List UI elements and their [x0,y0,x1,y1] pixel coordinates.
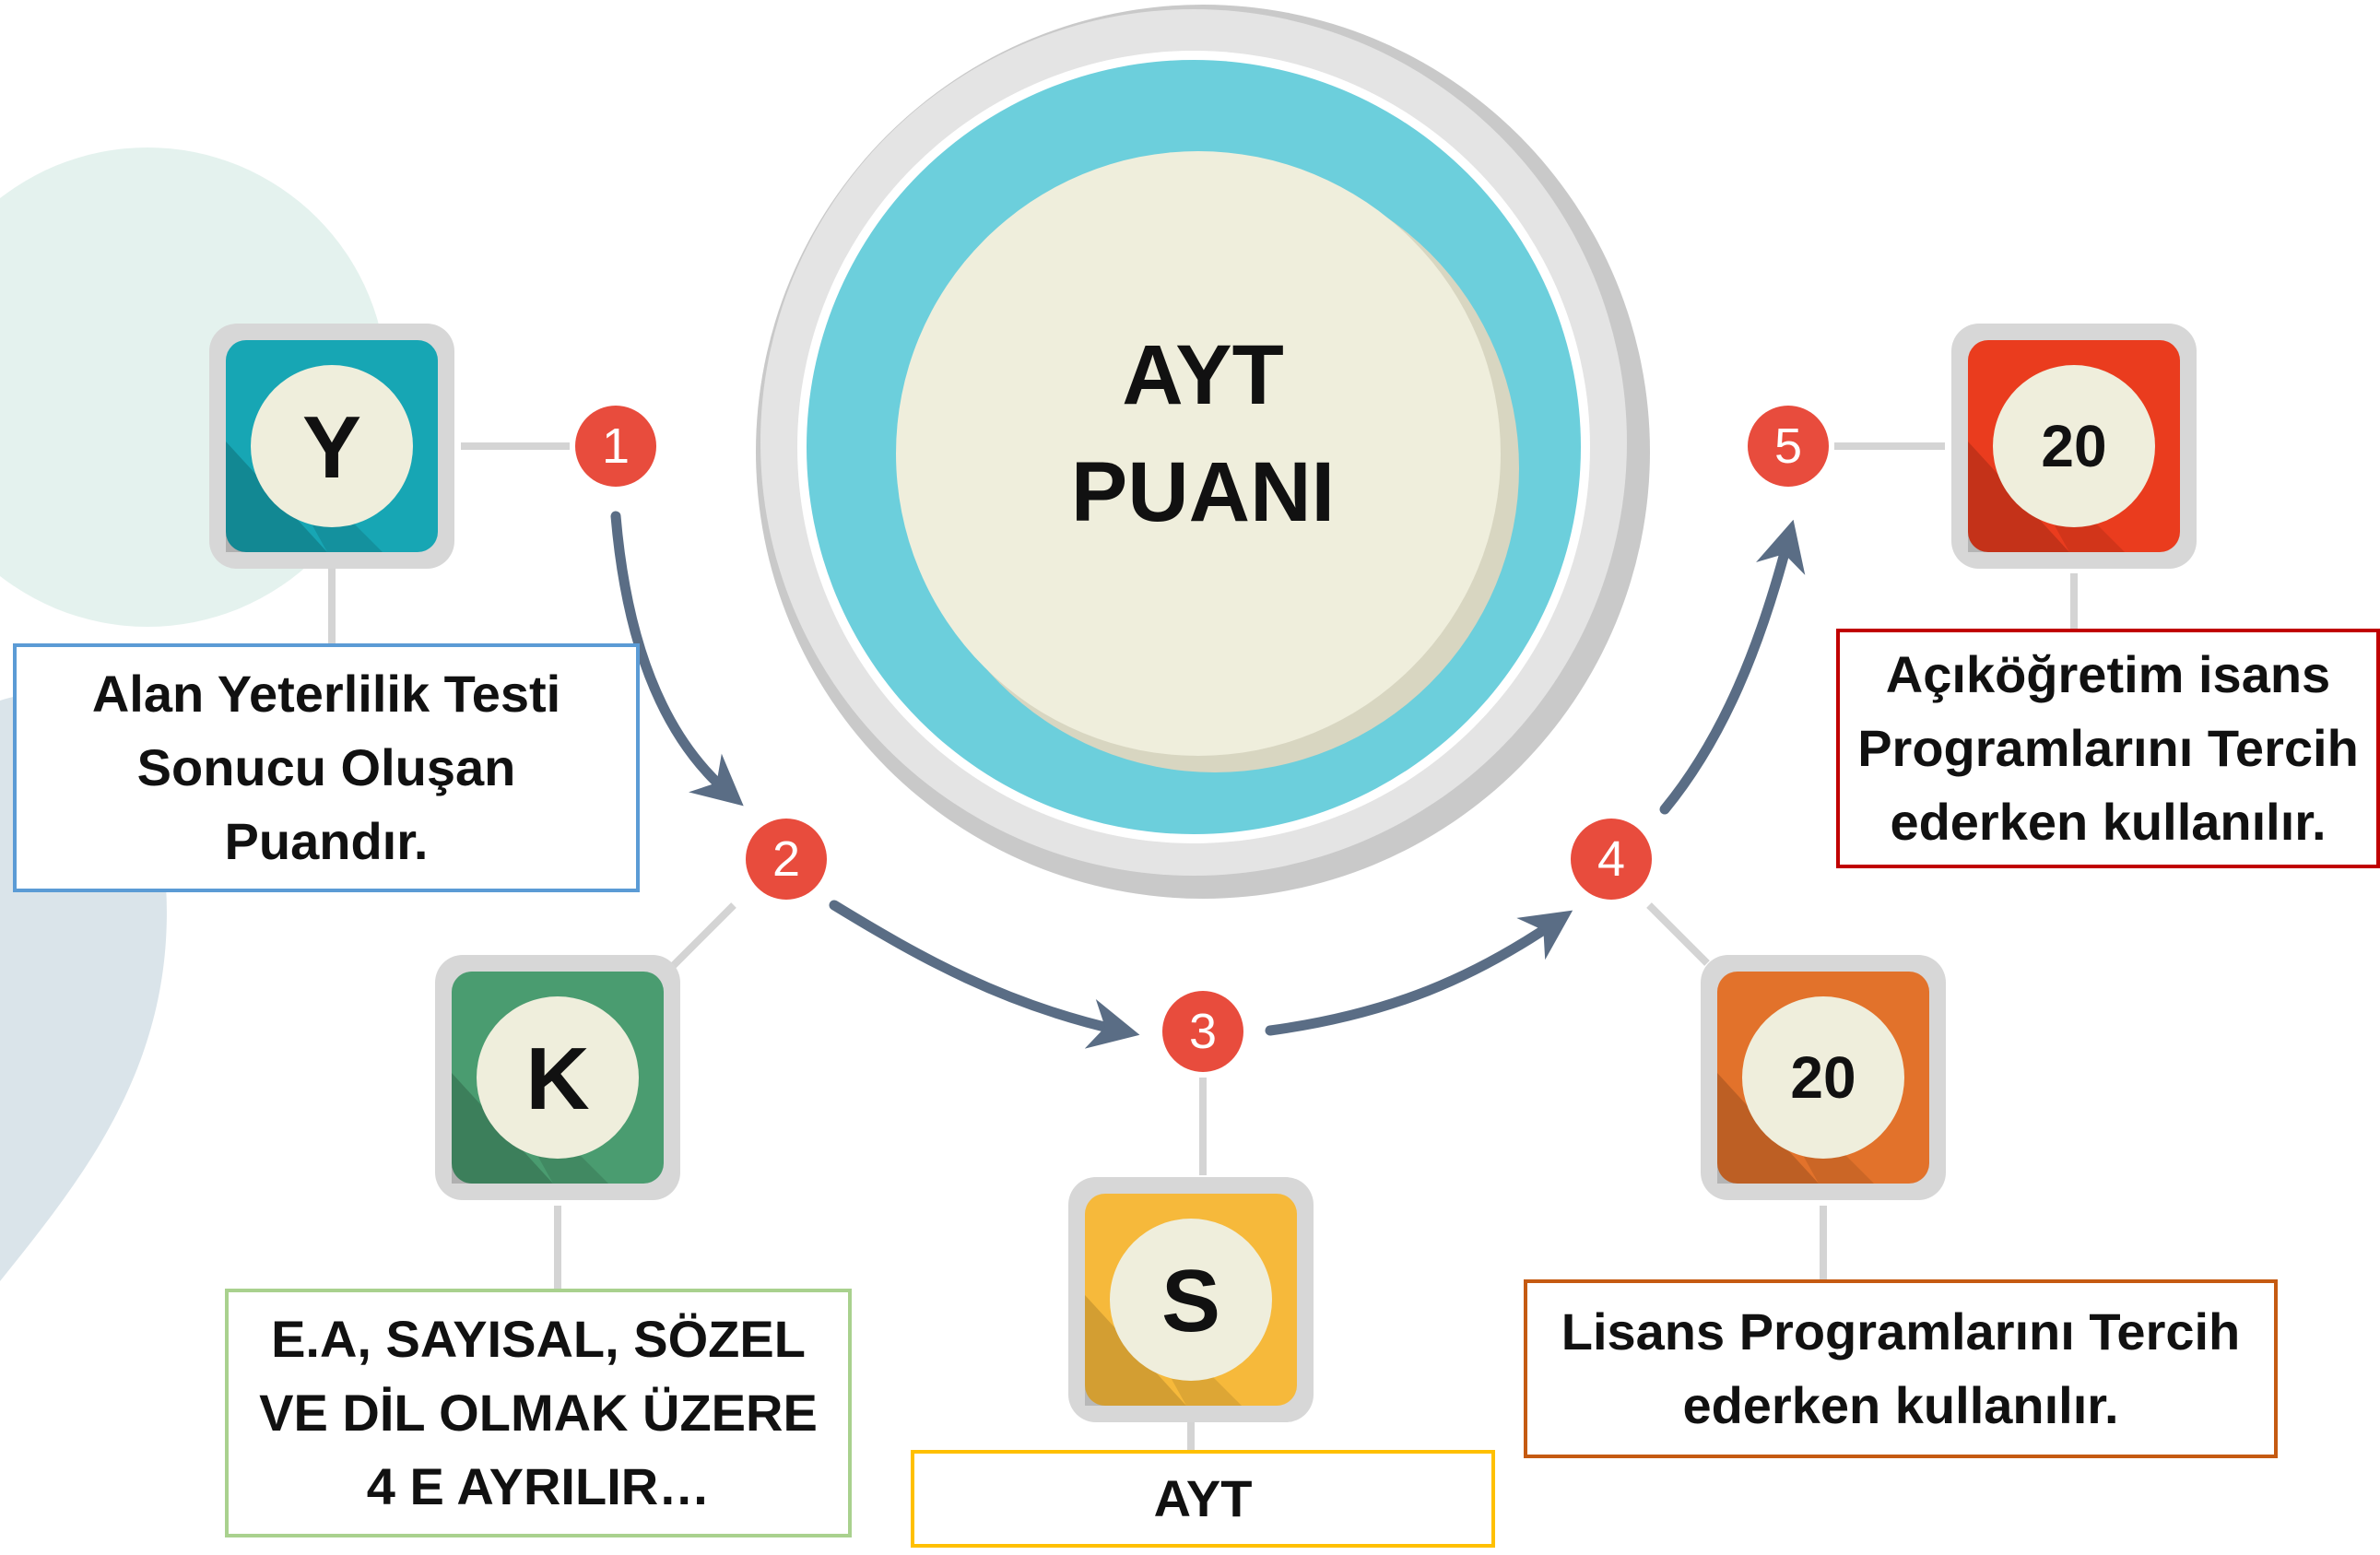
arrow-1-to-2 [610,511,744,807]
step-number-5: 5 [1774,418,1802,474]
icon-tile-20-orange: 20 [1701,955,1946,1200]
step-number-2: 2 [772,831,800,887]
center-disc: AYT PUANI [756,5,1650,899]
tile-orange-value: 20 [1790,1044,1856,1111]
description-2-line-3: 4 E AYRILIR… [366,1457,711,1515]
description-3-line-1: AYT [1153,1469,1253,1527]
step-badge-1: 1 [570,400,662,492]
step-badge-2: 2 [740,813,832,905]
arrow-3-to-4 [1265,910,1573,1036]
description-2-line-1: E.A, SAYISAL, SÖZEL [271,1310,806,1368]
step-number-3: 3 [1189,1004,1217,1059]
step-number-1: 1 [602,418,630,474]
description-box-3: AYT [911,1450,1495,1548]
description-1-line-3: Puandır. [224,812,429,870]
center-title-line2: PUANI [1071,445,1335,539]
step-number-4: 4 [1597,831,1625,887]
description-4-line-2: ederken kullanılır. [1682,1376,2119,1434]
tile-k-letter: K [525,1030,589,1128]
center-title-line1: AYT [1122,328,1284,422]
tile-s-letter: S [1161,1252,1220,1350]
description-box-1: Alan Yeterlilik Testi Sonucu Oluşan Puan… [13,643,640,892]
tile-red-value: 20 [2041,413,2106,479]
description-5-line-2: Programlarını Tercih [1857,719,2359,777]
description-box-4: Lisans Programlarını Tercih ederken kull… [1524,1279,2278,1458]
description-4-line-1: Lisans Programlarını Tercih [1561,1302,2241,1361]
arrow-2-to-3 [829,900,1140,1049]
tile-y-letter: Y [302,398,361,497]
description-5-line-3: ederken kullanılır. [1890,793,2327,851]
arrow-4-to-5 [1659,519,1806,815]
description-box-2: E.A, SAYISAL, SÖZEL VE DİL OLMAK ÜZERE 4… [225,1289,852,1537]
step-badge-4: 4 [1565,813,1657,905]
description-5-line-1: Açıköğretim isans [1885,645,2331,703]
step-badge-3: 3 [1157,985,1249,1078]
description-1-line-2: Sonucu Oluşan [136,738,516,796]
connectors [328,442,2078,1452]
icon-tile-s: S [1068,1177,1314,1422]
flow-arrows [610,511,1806,1049]
icon-tile-20-red: 20 [1951,324,2197,569]
description-1-line-1: Alan Yeterlilik Testi [91,665,561,723]
icon-tile-k: K [435,955,680,1200]
description-box-5: Açıköğretim isans Programlarını Tercih e… [1836,629,2380,868]
step-badge-5: 5 [1742,400,1834,492]
description-2-line-2: VE DİL OLMAK ÜZERE [259,1384,818,1442]
icon-tile-y: Y [209,324,454,569]
